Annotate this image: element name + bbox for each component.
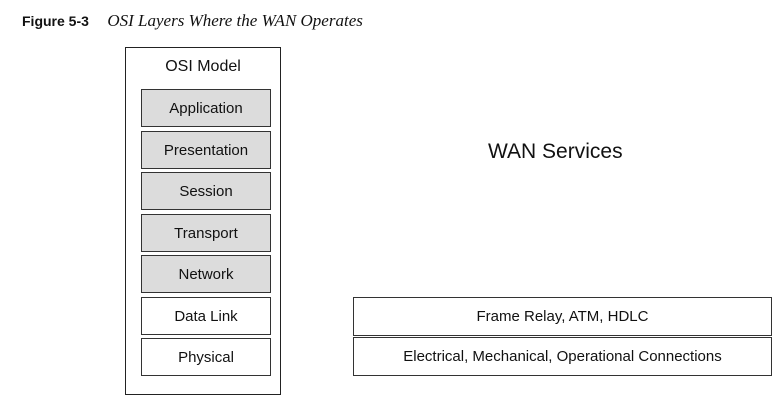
wan-row-data-link: Frame Relay, ATM, HDLC: [353, 297, 772, 336]
osi-layer-presentation: Presentation: [141, 131, 271, 169]
osi-model-title: OSI Model: [165, 58, 241, 75]
osi-layer-application: Application: [141, 89, 271, 127]
osi-layer-data-link: Data Link: [141, 297, 271, 335]
osi-layer-session: Session: [141, 172, 271, 210]
wan-services-title: WAN Services: [488, 140, 623, 163]
osi-layer-physical: Physical: [141, 338, 271, 376]
osi-model-stack: OSI Model Application Presentation Sessi…: [125, 47, 281, 395]
osi-layer-network: Network: [141, 255, 271, 293]
figure-caption: Figure 5-3 OSI Layers Where the WAN Oper…: [22, 10, 363, 32]
wan-row-physical: Electrical, Mechanical, Operational Conn…: [353, 337, 772, 376]
figure-label: Figure 5-3: [22, 13, 89, 29]
osi-layer-transport: Transport: [141, 214, 271, 252]
figure-title: OSI Layers Where the WAN Operates: [107, 11, 363, 30]
